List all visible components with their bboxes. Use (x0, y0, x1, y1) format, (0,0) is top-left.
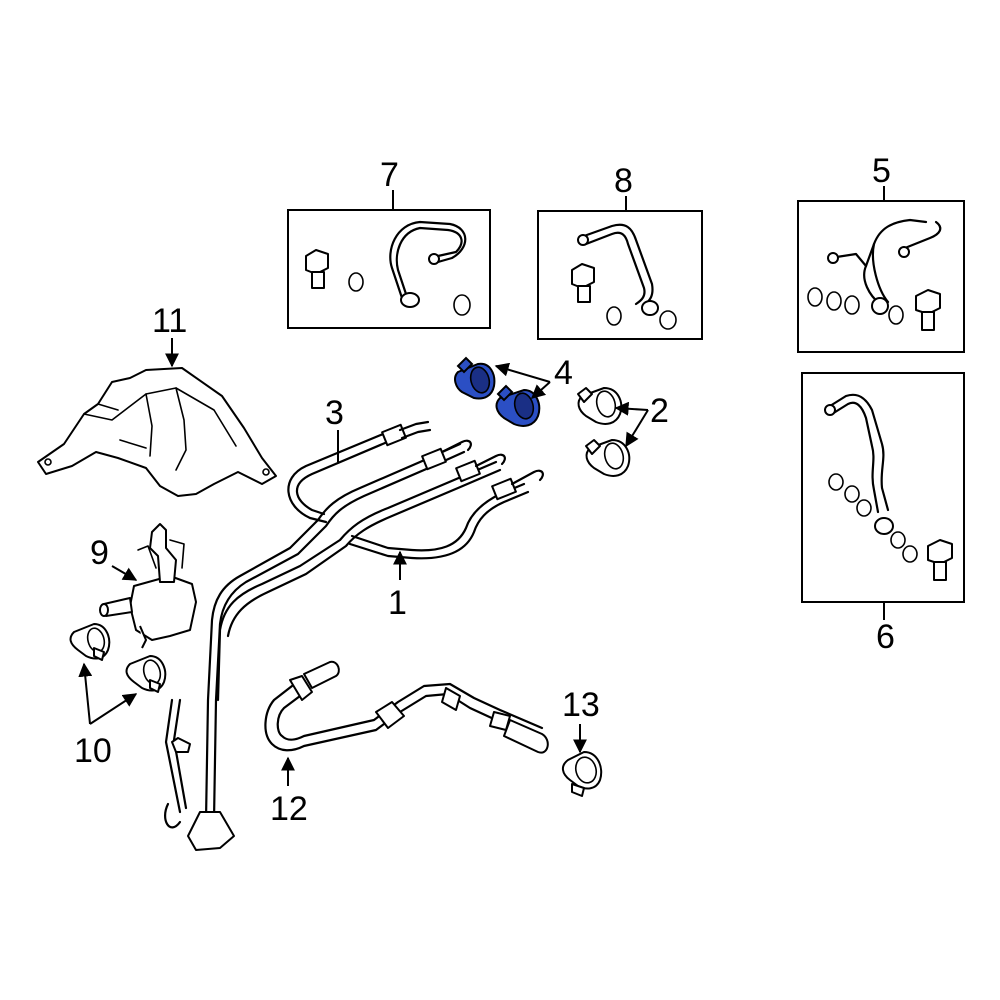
kit-6-bolt (927, 539, 953, 581)
callout-5: 5 (872, 152, 891, 190)
kit-7-seal (348, 272, 364, 292)
callout-10: 10 (74, 732, 112, 770)
kit-8-box[interactable] (537, 196, 703, 340)
kit-6-seal (828, 473, 844, 491)
callout-13: 13 (562, 686, 600, 724)
part-2-clamp[interactable] (577, 387, 623, 425)
kit-5-seal (807, 287, 823, 307)
kit-6-seal (844, 485, 860, 503)
kit-8-bolt (571, 263, 595, 303)
part-10-clamp[interactable] (125, 655, 167, 693)
callout-11: 11 (152, 302, 187, 340)
kit-5-box[interactable] (797, 186, 965, 353)
callout-3: 3 (325, 394, 344, 432)
kit-7-box[interactable] (287, 190, 491, 329)
part-1-coolant-pipe[interactable] (164, 439, 544, 851)
part-10-clamp[interactable] (69, 623, 111, 661)
kit-5-bolt (915, 289, 941, 331)
part-4-clamp[interactable] (495, 384, 541, 427)
kit-8-seal (659, 310, 677, 330)
kit-5-seal (888, 305, 904, 325)
callout-1: 1 (388, 584, 407, 622)
kit-6-seal (856, 499, 872, 517)
part-9-coolant-reservoir[interactable] (99, 523, 197, 649)
callout-6: 6 (876, 618, 895, 656)
kit-5-seal (844, 295, 860, 315)
part-3-coolant-tube[interactable] (287, 420, 432, 524)
kit-6-seal (902, 545, 918, 563)
kit-7-bolt (305, 249, 329, 289)
kit-7-seal (453, 294, 471, 316)
part-4-clamp[interactable] (454, 356, 496, 400)
callout-2: 2 (650, 392, 669, 430)
kit-6-seal (890, 531, 906, 549)
callout-8: 8 (614, 162, 633, 200)
kit-6-box[interactable] (801, 372, 965, 620)
part-2-clamp[interactable] (585, 439, 631, 477)
part-13-clamp[interactable] (562, 751, 603, 797)
callout-4: 4 (554, 354, 573, 392)
kit-6-pipe (828, 393, 890, 512)
kit-8-seal (606, 306, 622, 326)
callout-9: 9 (90, 534, 109, 572)
kit-7-pipe (395, 226, 463, 302)
kit-5-seal (826, 291, 842, 311)
callout-12: 12 (270, 790, 308, 828)
part-12-hose[interactable] (264, 660, 549, 754)
part-11-heat-shield[interactable] (37, 367, 277, 497)
callout-7: 7 (380, 156, 399, 194)
kit-8-pipe (582, 223, 654, 308)
kit-5-pipe (828, 218, 928, 268)
